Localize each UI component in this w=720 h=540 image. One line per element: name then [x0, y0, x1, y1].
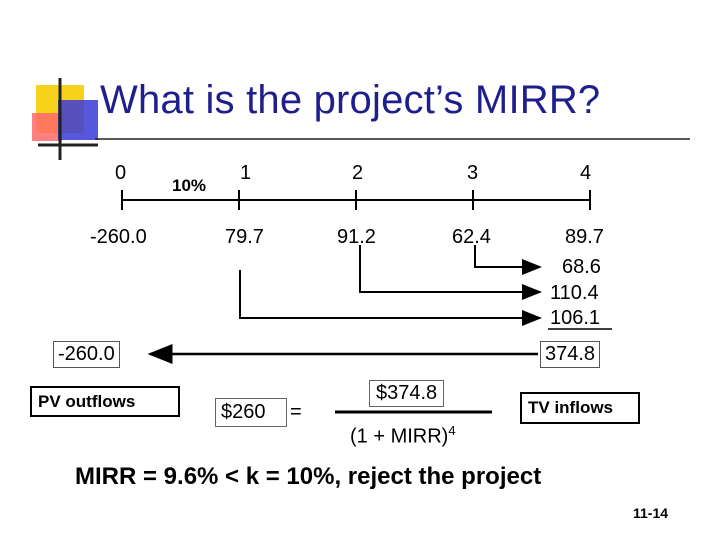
compounded-value-3: 68.6 — [562, 256, 601, 278]
cash-flow-4: 89.7 — [565, 226, 604, 248]
compounded-value-1: 106.1 — [550, 307, 601, 329]
period-4: 4 — [580, 162, 592, 184]
equation-equals: = — [290, 401, 302, 423]
timeline-axis — [121, 190, 591, 210]
equation-denominator-base: (1 + MIRR) — [350, 425, 449, 448]
cash-flow-0: -260.0 — [90, 226, 147, 248]
equation-exponent: 4 — [448, 423, 456, 438]
tv-inflows-label: TV inflows — [520, 392, 640, 424]
slide-logo — [32, 78, 98, 160]
conclusion-text: MIRR = 9.6% < k = 10%, reject the projec… — [75, 463, 542, 490]
equation-lhs: $260 — [215, 398, 287, 427]
period-0: 0 — [115, 162, 127, 184]
compounding-arrows — [239, 245, 542, 326]
period-1: 1 — [240, 162, 252, 184]
slide-title: What is the project’s MIRR? — [100, 78, 601, 122]
period-3: 3 — [467, 162, 479, 184]
cash-flow-3: 62.4 — [452, 226, 491, 248]
period-2: 2 — [352, 162, 364, 184]
terminal-value: 374.8 — [539, 341, 601, 368]
discount-rate: 10% — [172, 176, 207, 195]
equation-denominator: (1 + MIRR)4 — [350, 423, 456, 449]
slide-number: 11-14 — [633, 505, 669, 521]
pv-outflows-value: -260.0 — [53, 341, 120, 368]
pv-outflows-label: PV outflows — [30, 386, 180, 417]
equation-numerator: $374.8 — [368, 380, 445, 407]
cash-flow-2: 91.2 — [337, 226, 376, 248]
cash-flow-1: 79.7 — [225, 226, 264, 248]
compounded-value-2: 110.4 — [550, 282, 599, 304]
